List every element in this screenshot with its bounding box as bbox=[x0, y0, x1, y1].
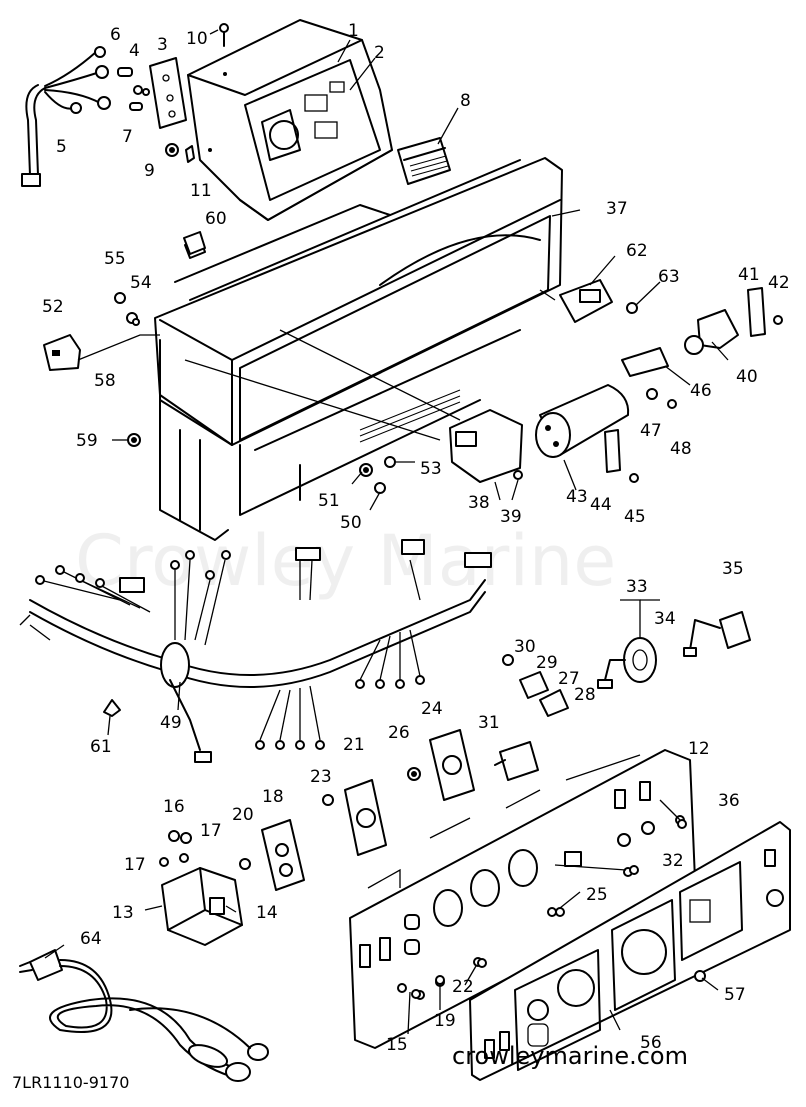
callout-8: 8 bbox=[460, 91, 471, 111]
callout-3: 3 bbox=[157, 35, 168, 55]
callout-7: 7 bbox=[122, 127, 133, 147]
callout-27: 27 bbox=[558, 669, 580, 689]
plate-small-parts bbox=[117, 23, 229, 163]
callout-9: 9 bbox=[144, 161, 155, 181]
callout-37: 37 bbox=[606, 199, 628, 219]
callout-48: 48 bbox=[670, 439, 692, 459]
main-harness bbox=[19, 539, 492, 763]
receptacle-21 bbox=[322, 779, 387, 856]
callout-51: 51 bbox=[318, 491, 340, 511]
callout-31: 31 bbox=[478, 713, 500, 733]
callout-34: 34 bbox=[654, 609, 676, 629]
callout-50: 50 bbox=[340, 513, 362, 533]
callout-42: 42 bbox=[768, 273, 790, 293]
breaker-40 bbox=[621, 287, 783, 409]
callout-57: 57 bbox=[724, 985, 746, 1005]
control-panel-12 bbox=[349, 749, 696, 1049]
callout-33: 33 bbox=[626, 577, 648, 597]
callout-35: 35 bbox=[722, 559, 744, 579]
switch-8 bbox=[397, 137, 451, 185]
callout-54: 54 bbox=[130, 273, 152, 293]
callout-61: 61 bbox=[90, 737, 112, 757]
callout-25: 25 bbox=[586, 885, 608, 905]
callout-13: 13 bbox=[112, 903, 134, 923]
callout-45: 45 bbox=[624, 507, 646, 527]
callout-2: 2 bbox=[374, 43, 385, 63]
callout-47: 47 bbox=[640, 421, 662, 441]
screws-panel bbox=[397, 819, 687, 999]
callout-26: 26 bbox=[388, 723, 410, 743]
website-label: crowleymarine.com bbox=[452, 1042, 688, 1070]
callout-12: 12 bbox=[688, 739, 710, 759]
callout-41: 41 bbox=[738, 265, 760, 285]
callout-53: 53 bbox=[420, 459, 442, 479]
callout-44: 44 bbox=[590, 495, 612, 515]
receptacle-18 bbox=[239, 819, 305, 891]
callout-43: 43 bbox=[566, 487, 588, 507]
callout-40: 40 bbox=[736, 367, 758, 387]
callout-56: 56 bbox=[640, 1033, 662, 1053]
callout-10: 10 bbox=[186, 29, 208, 49]
callout-30: 30 bbox=[514, 637, 536, 657]
callout-14: 14 bbox=[256, 903, 278, 923]
callout-21: 21 bbox=[343, 735, 365, 755]
callout-15: 15 bbox=[386, 1035, 408, 1055]
callout-39: 39 bbox=[500, 507, 522, 527]
power-cord-64 bbox=[19, 949, 269, 1082]
callout-32: 32 bbox=[662, 851, 684, 871]
parts-27-31 bbox=[494, 654, 569, 781]
callout-62: 62 bbox=[626, 241, 648, 261]
callout-11: 11 bbox=[190, 181, 212, 201]
wire-harness-top bbox=[21, 46, 111, 187]
callout-55: 55 bbox=[104, 249, 126, 269]
callout-17b: 17 bbox=[124, 855, 146, 875]
callout-46: 46 bbox=[690, 381, 712, 401]
callout-5: 5 bbox=[56, 137, 67, 157]
callout-38: 38 bbox=[468, 493, 490, 513]
callout-24: 24 bbox=[421, 699, 443, 719]
callout-17a: 17 bbox=[200, 821, 222, 841]
callout-20: 20 bbox=[232, 805, 254, 825]
callout-49: 49 bbox=[160, 713, 182, 733]
regulator-62 bbox=[539, 279, 638, 323]
callout-22: 22 bbox=[452, 977, 474, 997]
breaker-13 bbox=[159, 830, 243, 946]
callout-4: 4 bbox=[129, 41, 140, 61]
callout-1: 1 bbox=[348, 21, 359, 41]
callout-29: 29 bbox=[536, 653, 558, 673]
receptacle-24 bbox=[407, 729, 475, 801]
callout-19: 19 bbox=[434, 1011, 456, 1031]
callout-23: 23 bbox=[310, 767, 332, 787]
callout-28: 28 bbox=[574, 685, 596, 705]
drawing-code: 7LR1110-9170 bbox=[12, 1073, 129, 1092]
callout-59: 59 bbox=[76, 431, 98, 451]
top-cover bbox=[187, 19, 393, 221]
callout-64: 64 bbox=[80, 929, 102, 949]
face-plate-56 bbox=[469, 821, 791, 1081]
key-switch-33 bbox=[597, 599, 751, 689]
callout-18: 18 bbox=[262, 787, 284, 807]
leader-lines bbox=[44, 29, 729, 1035]
watermark: Crowley Marine bbox=[75, 520, 616, 602]
callout-36: 36 bbox=[718, 791, 740, 811]
callout-52: 52 bbox=[42, 297, 64, 317]
callout-60: 60 bbox=[205, 209, 227, 229]
transformer-38 bbox=[184, 329, 523, 494]
callout-6: 6 bbox=[110, 25, 121, 45]
clip-60 bbox=[183, 231, 206, 255]
capacitor-43 bbox=[535, 384, 639, 483]
callout-58: 58 bbox=[94, 371, 116, 391]
callout-63: 63 bbox=[658, 267, 680, 287]
callout-numbers: 1 2 3 4 5 6 7 8 9 10 11 12 13 14 15 16 1… bbox=[42, 21, 790, 1055]
callout-16: 16 bbox=[163, 797, 185, 817]
main-frame bbox=[154, 157, 563, 541]
